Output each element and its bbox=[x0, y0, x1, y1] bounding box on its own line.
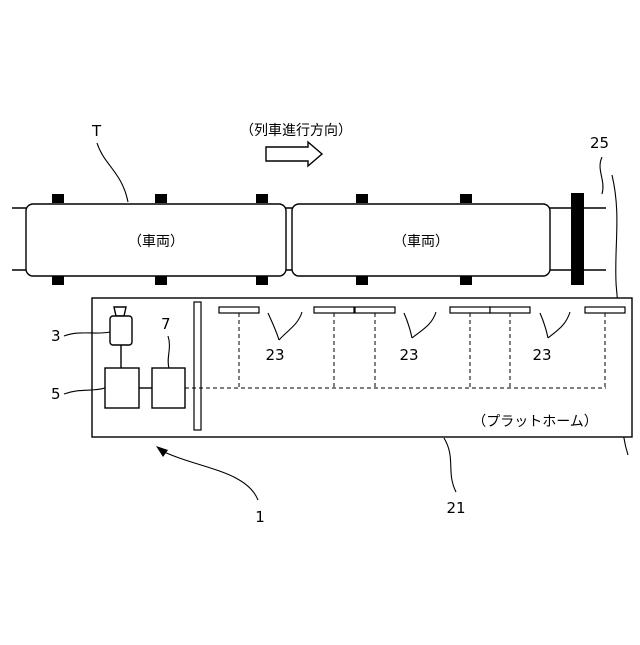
processor-box bbox=[105, 368, 139, 408]
platform-label: （プラットホーム） bbox=[472, 414, 598, 430]
ref-train: T bbox=[91, 122, 102, 140]
vehicle-label-1: （車両） bbox=[128, 233, 184, 250]
sensor bbox=[490, 307, 530, 313]
wheel bbox=[52, 194, 64, 203]
wheel bbox=[256, 194, 268, 203]
unit-box-7 bbox=[152, 368, 185, 408]
ref-camera: 3 bbox=[51, 327, 61, 345]
ref-track-end: 25 bbox=[590, 134, 609, 152]
barrier bbox=[194, 302, 201, 430]
wheel bbox=[52, 276, 64, 285]
vehicle-label-2: （車両） bbox=[393, 233, 449, 250]
leader-platform bbox=[444, 438, 456, 492]
leader-track-end bbox=[600, 157, 603, 194]
wheel bbox=[356, 276, 368, 285]
sensor bbox=[355, 307, 395, 313]
wheel bbox=[460, 276, 472, 285]
sensor bbox=[314, 307, 354, 313]
ref-system: 1 bbox=[255, 508, 265, 526]
arrowhead-icon bbox=[156, 446, 168, 457]
track-stop bbox=[571, 193, 584, 285]
ref-platform: 21 bbox=[446, 499, 465, 517]
ref-sensors-2: 23 bbox=[399, 346, 418, 364]
sensor bbox=[219, 307, 259, 313]
sensor bbox=[450, 307, 490, 313]
wheel bbox=[256, 276, 268, 285]
wheel bbox=[356, 194, 368, 203]
ref-processor: 5 bbox=[51, 385, 61, 403]
leader-train bbox=[97, 143, 128, 202]
sensor bbox=[585, 307, 625, 313]
leader-system bbox=[160, 450, 258, 500]
ref-unit-7: 7 bbox=[161, 315, 171, 333]
direction-label: （列車進行方向） bbox=[240, 122, 352, 139]
ref-sensors-1: 23 bbox=[265, 346, 284, 364]
wheel bbox=[155, 194, 167, 203]
wheel bbox=[460, 194, 472, 203]
ref-sensors-3: 23 bbox=[532, 346, 551, 364]
wheel bbox=[155, 276, 167, 285]
direction-arrow-icon bbox=[266, 142, 322, 166]
